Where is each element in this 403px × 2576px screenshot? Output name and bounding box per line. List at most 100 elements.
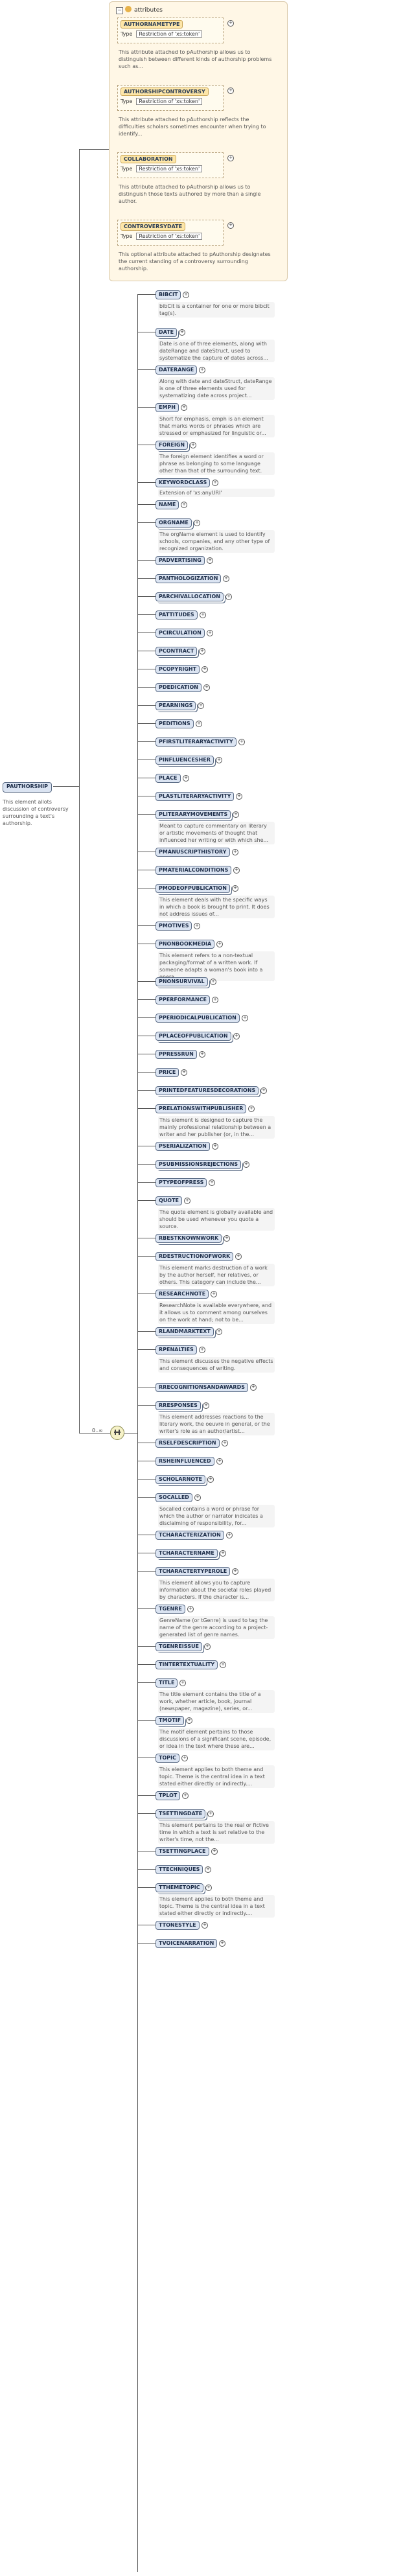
element-foreign[interactable]: FOREIGN [155, 441, 189, 450]
element-psubmissionsrejections[interactable]: PSUBMISSIONSREJECTIONS [155, 1160, 242, 1169]
expand-icon[interactable]: + [232, 885, 238, 892]
expand-icon[interactable]: + [207, 557, 213, 564]
expand-icon[interactable]: + [183, 292, 189, 298]
expand-icon[interactable]: + [212, 1143, 218, 1150]
element-pplaceofpublication[interactable]: PPLACEOFPUBLICATION [155, 1032, 231, 1041]
expand-icon[interactable]: + [205, 1885, 212, 1891]
expand-icon[interactable]: + [202, 666, 208, 673]
element-tthemetopic[interactable]: TTHEMETOPIC [155, 1883, 203, 1892]
expand-icon[interactable]: + [236, 793, 242, 800]
element-rbestknownwork[interactable]: RBESTKNOWNWORK [155, 1234, 222, 1243]
expand-icon[interactable]: + [248, 1106, 255, 1112]
element-pperiodicalpublication[interactable]: PPERIODICALPUBLICATION [155, 1014, 240, 1023]
element-pliterarymovements[interactable]: PLITERARYMOVEMENTS [155, 810, 231, 819]
element-title[interactable]: TITLE [155, 1678, 178, 1688]
expand-icon[interactable]: + [199, 1347, 205, 1353]
expand-icon[interactable]: + [216, 1458, 223, 1465]
expand-icon[interactable]: + [179, 329, 185, 336]
element-tplot[interactable]: TPLOT [155, 1791, 181, 1800]
expand-icon[interactable]: + [216, 941, 223, 947]
expand-icon[interactable]: + [199, 648, 205, 655]
element-rpenalties[interactable]: RPENALTIES [155, 1345, 197, 1354]
expand-icon[interactable]: + [207, 630, 213, 636]
expand-icon[interactable]: + [220, 1662, 226, 1668]
element-padvertising[interactable]: PADVERTISING [155, 556, 205, 565]
element-price[interactable]: PRICE [155, 1068, 179, 1077]
element-emph[interactable]: EMPH [155, 403, 179, 412]
element-pcopyright[interactable]: PCOPYRIGHT [155, 665, 200, 674]
element-researchnote[interactable]: RESEARCHNOTE [155, 1290, 209, 1299]
element-pcirculation[interactable]: PCIRCULATION [155, 629, 205, 638]
element-plastliteraryactivity[interactable]: PLASTLITERARYACTIVITY [155, 792, 235, 801]
expand-icon[interactable]: + [260, 1087, 267, 1094]
expand-icon[interactable]: + [216, 1329, 222, 1335]
element-ttechniques[interactable]: TTECHNIQUES [155, 1865, 203, 1874]
collapse-icon[interactable]: − [116, 7, 123, 14]
expand-icon[interactable]: + [181, 502, 187, 508]
expand-icon[interactable]: + [194, 1494, 201, 1501]
element-pmodeofpublication[interactable]: PMODEOFPUBLICATION [155, 884, 230, 893]
expand-icon[interactable]: + [187, 1606, 194, 1612]
element-pnonsurvival[interactable]: PNONSURVIVAL [155, 977, 208, 986]
element-pnonbookmedia[interactable]: PNONBOOKMEDIA [155, 940, 215, 949]
expand-icon[interactable]: + [226, 1532, 233, 1538]
element-pinfluencesher[interactable]: PINFLUENCESHER [155, 756, 214, 765]
element-tcharactername[interactable]: TCHARACTERNAME [155, 1549, 218, 1558]
expand-icon[interactable]: + [225, 594, 232, 600]
expand-icon[interactable]: + [227, 87, 234, 94]
expand-icon[interactable]: + [212, 480, 218, 486]
expand-icon[interactable]: + [205, 1866, 211, 1873]
sequence-compositor-icon[interactable] [110, 1426, 124, 1440]
element-scholarnote[interactable]: SCHOLARNOTE [155, 1475, 205, 1484]
expand-icon[interactable]: + [181, 1069, 187, 1076]
expand-icon[interactable]: + [223, 575, 229, 582]
element-pearnings[interactable]: PEARNINGS [155, 701, 196, 710]
expand-icon[interactable]: + [235, 1253, 242, 1260]
element-peditions[interactable]: PEDITIONS [155, 719, 194, 728]
expand-icon[interactable]: + [211, 1291, 217, 1297]
expand-icon[interactable]: + [243, 1161, 249, 1168]
expand-icon[interactable]: + [203, 1402, 209, 1409]
expand-icon[interactable]: + [222, 1440, 228, 1446]
element-date[interactable]: DATE [155, 328, 178, 337]
expand-icon[interactable]: + [182, 1793, 189, 1799]
expand-icon[interactable]: + [233, 811, 239, 818]
expand-icon[interactable]: + [224, 1235, 230, 1242]
element-orgname[interactable]: ORGNAME [155, 518, 192, 528]
element-name[interactable]: NAME [155, 500, 179, 509]
element-tgenre[interactable]: TGENRE [155, 1605, 185, 1614]
element-quote[interactable]: QUOTE [155, 1196, 183, 1205]
expand-icon[interactable]: + [179, 1680, 186, 1686]
expand-icon[interactable]: + [233, 867, 240, 874]
expand-icon[interactable]: + [181, 404, 187, 411]
expand-icon[interactable]: + [202, 1922, 208, 1929]
element-ptypeofpress[interactable]: PTYPEOFPRESS [155, 1178, 207, 1187]
element-tcharactertyperole[interactable]: TCHARACTERTYPEROLE [155, 1567, 231, 1576]
element-pmanuscripthistory[interactable]: PMANUSCRIPTHISTORY [155, 848, 230, 857]
expand-icon[interactable]: + [199, 1051, 205, 1058]
element-rdestructionofwork[interactable]: RDESTRUCTIONOFWORK [155, 1252, 234, 1261]
expand-icon[interactable]: + [242, 1015, 248, 1021]
element-rselfdescription[interactable]: RSELFDESCRIPTION [155, 1439, 220, 1448]
element-prelationswithpublisher[interactable]: PRELATIONSWITHPUBLISHER [155, 1104, 247, 1113]
expand-icon[interactable]: + [200, 612, 206, 618]
element-daterange[interactable]: DATERANGE [155, 366, 198, 375]
expand-icon[interactable]: + [207, 1476, 214, 1483]
element-rlandmarktext[interactable]: RLANDMARKTEXT [155, 1327, 214, 1336]
element-topic[interactable]: TOPIC [155, 1754, 179, 1763]
expand-icon[interactable]: + [227, 20, 234, 27]
expand-icon[interactable]: + [190, 442, 196, 448]
expand-icon[interactable]: + [238, 739, 245, 745]
expand-icon[interactable]: + [183, 775, 189, 782]
element-pcontract[interactable]: PCONTRACT [155, 647, 198, 656]
expand-icon[interactable]: + [211, 1848, 218, 1855]
element-panthologization[interactable]: PANTHOLOGIZATION [155, 574, 222, 583]
expand-icon[interactable]: + [220, 1550, 226, 1557]
element-tsettingdate[interactable]: TSETTINGDATE [155, 1809, 206, 1818]
element-socalled[interactable]: SOCALLED [155, 1493, 192, 1502]
expand-icon[interactable]: + [250, 1384, 257, 1391]
